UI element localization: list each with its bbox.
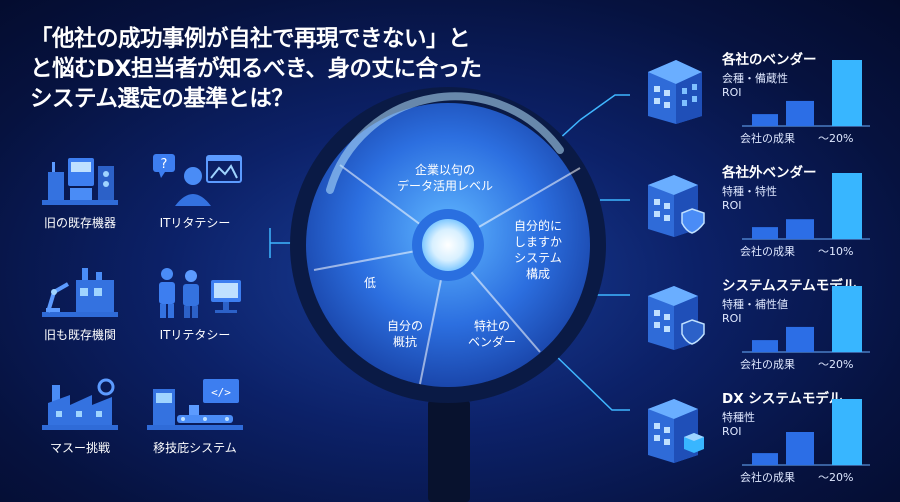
card-bar-chart (742, 173, 870, 240)
tile-label: 移技庇システム (153, 441, 237, 455)
lens-label-bottom-right: 特社のベンダー (467, 319, 516, 349)
production-line-icon: </> (147, 379, 243, 430)
tile-mass-challenge: マスー挑戦 (25, 375, 135, 456)
card-title: システムステムモデル (722, 278, 857, 294)
card-metric-1: 特種・特性 (722, 185, 777, 198)
card-bar-chart (742, 399, 870, 466)
chart-bar (752, 227, 778, 239)
card-title: 各社外ベンダー (722, 165, 817, 181)
tile-label: 旧も既存機関 (43, 328, 116, 342)
lens-label-top: 企業以句のデータ活用レベル (396, 163, 493, 193)
card-bar-chart (742, 60, 870, 127)
card-metric-1: 特種性 (722, 411, 755, 424)
vendor-card-1: 各社のベンダー 会種・備蔵性 ROI 会社の成果 〜20% (642, 50, 882, 150)
card-axis-value: 〜20% (818, 132, 854, 145)
chart-bar (832, 173, 862, 239)
tile-label: ITリタテシー (159, 216, 231, 230)
chart-bar (752, 340, 778, 352)
tile-label: マスー挑戦 (49, 441, 110, 455)
building-shield-icon (648, 175, 705, 237)
building-cube-icon (648, 399, 704, 463)
chart-bar (832, 399, 862, 465)
tile-it-literacy: ? ITリタテシー (140, 150, 250, 231)
chart-bar (786, 432, 814, 465)
vendor-card-3: システムステムモデル 特種・補性値 ROI 会社の成果 〜20% (642, 276, 882, 376)
page-title: 「他社の成功事例が自社で再現できない」と と悩むDX担当者が知るべき、身の丈に合… (30, 24, 500, 114)
card-bar-chart (742, 286, 870, 353)
building-icon (648, 60, 702, 124)
card-metric-2: ROI (722, 425, 742, 438)
card-title: 各社のベンダー (722, 52, 817, 68)
card-axis-label: 会社の成果 (740, 245, 795, 258)
title-line-2: と悩むDX担当者が知るべき、身の丈に合った (30, 56, 482, 82)
title-line-3: システム選定の基準とは？ (30, 86, 294, 112)
card-axis-label: 会社の成果 (740, 358, 795, 371)
vendor-card-4: DX システムモデル 特種性 ROI 会社の成果 〜20% (642, 389, 882, 489)
chart-bar (752, 453, 778, 465)
svg-text:?: ? (161, 157, 168, 172)
card-metric-2: ROI (722, 86, 742, 99)
legacy-machine-icon (42, 158, 118, 205)
chart-bar (832, 286, 862, 352)
card-axis-label: 会社の成果 (740, 132, 795, 145)
tile-label: 旧の既存機器 (43, 216, 116, 230)
lens-hub (422, 219, 474, 271)
tile-legacy-institution: 旧も既存機関 (25, 262, 135, 343)
card-metric-1: 会種・備蔵性 (722, 72, 788, 85)
people-computer-icon (159, 268, 241, 318)
chart-bar (786, 219, 814, 239)
vendor-card-2: 各社外ベンダー 特種・特性 ROI 会社の成果 〜10% (642, 163, 882, 263)
tile-it-literacy-2: ITリテタシー (140, 262, 250, 343)
lens-highlight (326, 92, 564, 194)
card-axis-label: 会社の成果 (740, 471, 795, 484)
tile-migration-system: </> 移技庇システム (140, 375, 250, 456)
card-axis-value: 〜20% (818, 358, 854, 371)
lens-label-bottom-left: 自分の概抗 (386, 319, 423, 349)
card-axis-value: 〜20% (818, 471, 854, 484)
tile-label: ITリテタシー (159, 328, 231, 342)
chart-bar (752, 114, 778, 126)
card-metric-2: ROI (722, 199, 742, 212)
chart-bar (786, 326, 814, 352)
lens-label-right: 自分的にしますかシステム構成 (513, 219, 562, 281)
title-line-1: 「他社の成功事例が自社で再現できない」と (30, 26, 471, 52)
tile-legacy-equipment: 旧の既存機器 (25, 150, 135, 231)
factory-robot-icon (42, 268, 118, 317)
chart-bar (786, 100, 814, 126)
factory-icon (42, 378, 118, 430)
card-title: DX システムモデル (722, 391, 843, 407)
lens-label-left: 低 (363, 276, 376, 290)
card-metric-1: 特種・補性値 (722, 298, 788, 311)
building-shield-icon (648, 286, 705, 350)
person-question-icon: ? (153, 154, 242, 206)
card-metric-2: ROI (722, 312, 742, 325)
svg-text:</>: </> (211, 386, 231, 399)
chart-bar (832, 60, 862, 126)
magnifier-handle (428, 400, 470, 502)
card-axis-value: 〜10% (818, 245, 854, 258)
